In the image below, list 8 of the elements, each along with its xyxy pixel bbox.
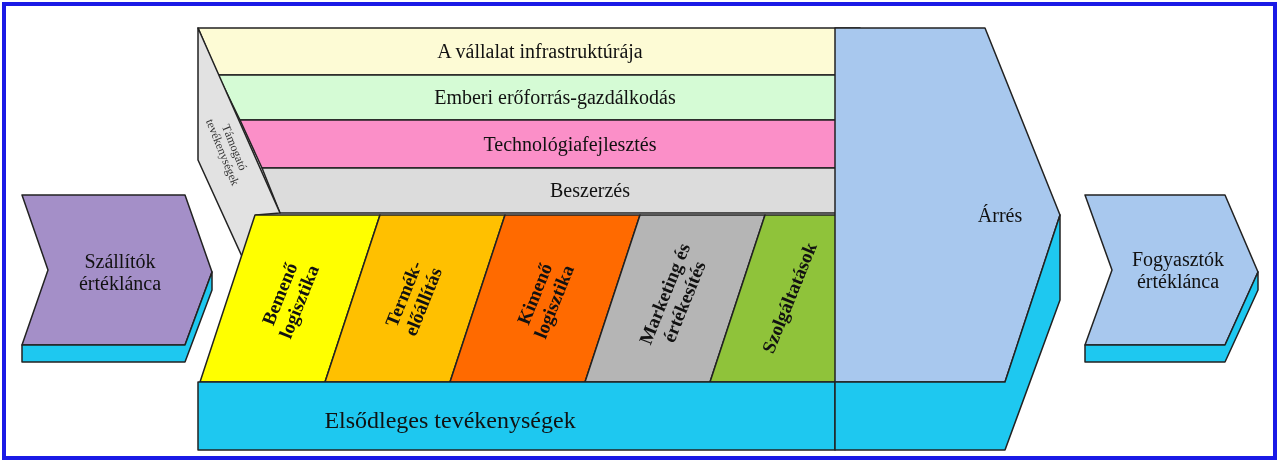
band-label: Emberi erőforrás-gazdálkodás xyxy=(433,86,677,108)
band-label: Beszerzés xyxy=(549,179,631,201)
chevron-label: Szállítók értéklánca xyxy=(77,250,163,294)
band-label: Technológiafejlesztés xyxy=(482,133,658,155)
band-label: A vállalat infrastruktúrája xyxy=(436,40,644,62)
base-label: Elsődleges tevékenységek xyxy=(323,406,577,434)
chevron-label: Fogyasztók értéklánca xyxy=(1130,248,1226,292)
chevron-label: Árrés xyxy=(976,204,1024,226)
